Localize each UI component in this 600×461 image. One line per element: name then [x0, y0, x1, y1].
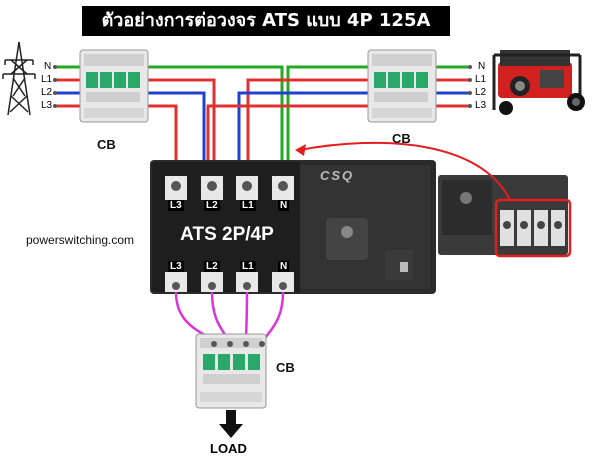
ats-bottom-terminal-l1: L1 — [240, 261, 256, 272]
right-cb-label: CB — [392, 131, 411, 146]
right-line-label-l2: L2 — [475, 87, 487, 98]
output-circuit-breaker — [195, 333, 267, 409]
arrow-down-icon — [219, 410, 243, 438]
left-line-label-l2: L2 — [41, 87, 53, 98]
right-circuit-breaker — [367, 49, 437, 123]
left-line-label-l3: L3 — [41, 100, 53, 111]
right-line-label-l1: L1 — [475, 74, 487, 85]
generator-icon — [492, 50, 585, 115]
left-line-label-n: N — [44, 61, 52, 72]
ats-bottom-terminal-n: N — [278, 261, 290, 272]
website-label: powerswitching.com — [26, 233, 135, 247]
load-label: LOAD — [210, 441, 247, 456]
ats-unit — [150, 160, 436, 294]
left-line-label-l1: L1 — [41, 74, 53, 85]
output-cb-label: CB — [276, 360, 295, 375]
ats-bottom-terminal-l3: L3 — [168, 261, 184, 272]
pointer-arrow — [299, 141, 511, 201]
ats-brand-label: CSQ — [320, 168, 355, 183]
ats-top-terminal-l2: L2 — [204, 200, 220, 211]
ats-top-terminal-l1: L1 — [240, 200, 256, 211]
transmission-tower-icon — [2, 41, 36, 116]
ats-bottom-terminal-l2: L2 — [204, 261, 220, 272]
diagram-title: ตัวอย่างการต่อวงจร ATS แบบ 4P 125A — [82, 6, 450, 36]
ats-model-label: ATS 2P/4P — [180, 224, 274, 245]
left-cb-label: CB — [97, 137, 116, 152]
ats-top-terminal-n: N — [278, 200, 290, 211]
right-line-label-l3: L3 — [475, 100, 487, 111]
ats-top-terminal-l3: L3 — [168, 200, 184, 211]
right-line-label-n: N — [478, 61, 486, 72]
left-circuit-breaker — [79, 49, 149, 123]
ats-terminal-closeup — [438, 175, 572, 258]
